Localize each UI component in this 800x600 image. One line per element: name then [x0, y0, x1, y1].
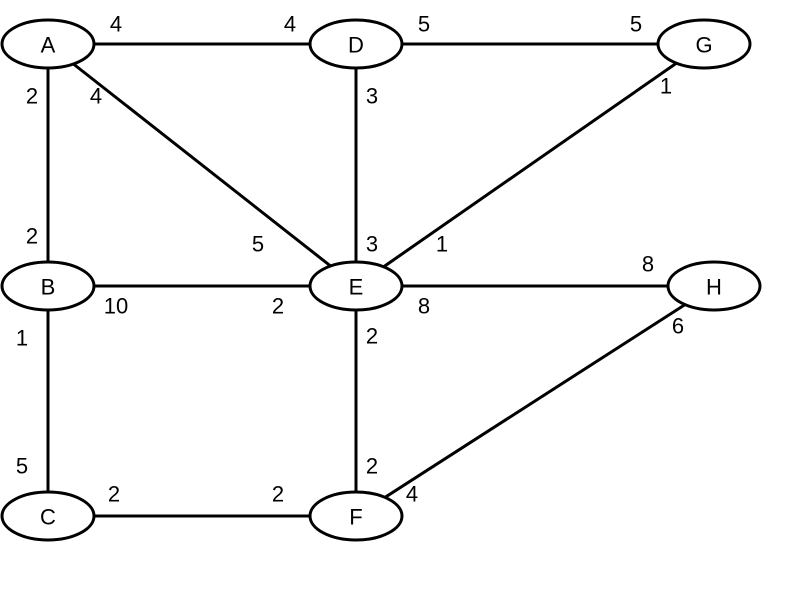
node-a: A [0, 18, 96, 70]
node-d-ellipse [308, 18, 404, 70]
node-h-label: H [706, 275, 722, 300]
node-e: E [308, 260, 404, 312]
node-e-label: E [349, 275, 364, 300]
node-c-label: C [40, 505, 56, 530]
weight-label-a-b-at-a: 2 [26, 84, 38, 109]
node-g-ellipse [656, 18, 752, 70]
weights-layer: 4 4 2 2 4 5 5 5 3 3 1 1 10 2 8 8 1 5 2 2 6 4 2 2 [16, 12, 684, 507]
node-b: B [0, 260, 96, 312]
weight-label-e-f-at-e: 2 [366, 324, 378, 349]
nodes-layer: A B C D E F G H [0, 18, 762, 542]
edge-h-f [355, 284, 715, 518]
node-h: H [666, 260, 762, 312]
weight-label-a-d-at-d: 4 [284, 12, 296, 37]
weight-label-e-h-at-e: 8 [418, 294, 430, 319]
edge-a-e [47, 42, 357, 288]
weight-label-g-e-at-g: 1 [660, 74, 672, 99]
weight-label-a-b-at-b: 2 [26, 224, 38, 249]
weight-label-h-f-at-h: 6 [672, 314, 684, 339]
node-f-ellipse [308, 490, 404, 542]
node-b-label: B [41, 275, 56, 300]
node-f: F [308, 490, 404, 542]
weight-label-g-e-at-e: 1 [436, 232, 448, 257]
weight-label-c-f-at-f: 2 [272, 482, 284, 507]
weight-label-d-g-at-d: 5 [418, 12, 430, 37]
weight-label-e-f-at-f: 2 [366, 454, 378, 479]
weight-label-a-d-at-a: 4 [110, 12, 122, 37]
node-a-ellipse [0, 18, 96, 70]
weight-label-c-f-at-c: 2 [108, 482, 120, 507]
node-d: D [308, 18, 404, 70]
node-g: G [656, 18, 752, 70]
weight-label-d-g-at-g: 5 [630, 12, 642, 37]
node-d-label: D [348, 33, 364, 58]
edge-g-e [355, 42, 705, 288]
node-g-label: G [695, 33, 712, 58]
node-a-label: A [41, 33, 56, 58]
node-b-ellipse [0, 260, 96, 312]
node-c: C [0, 490, 96, 542]
weight-label-a-e-at-a: 4 [90, 84, 102, 109]
weight-label-e-h-at-h: 8 [642, 252, 654, 277]
edges-layer [46, 42, 715, 518]
node-h-ellipse [666, 260, 762, 312]
weight-label-a-e-at-e: 5 [252, 232, 264, 257]
weight-label-b-e-at-e: 2 [272, 294, 284, 319]
weight-label-d-e-at-d: 3 [366, 84, 378, 109]
node-f-label: F [349, 505, 362, 530]
weight-label-b-c-at-c: 5 [16, 454, 28, 479]
node-c-ellipse [0, 490, 96, 542]
weight-label-d-e-at-e: 3 [366, 232, 378, 257]
weight-label-h-f-at-f: 4 [406, 482, 418, 507]
weight-label-b-c-at-b: 1 [16, 326, 28, 351]
node-e-ellipse [308, 260, 404, 312]
weight-label-b-e-at-b: 10 [104, 294, 128, 319]
